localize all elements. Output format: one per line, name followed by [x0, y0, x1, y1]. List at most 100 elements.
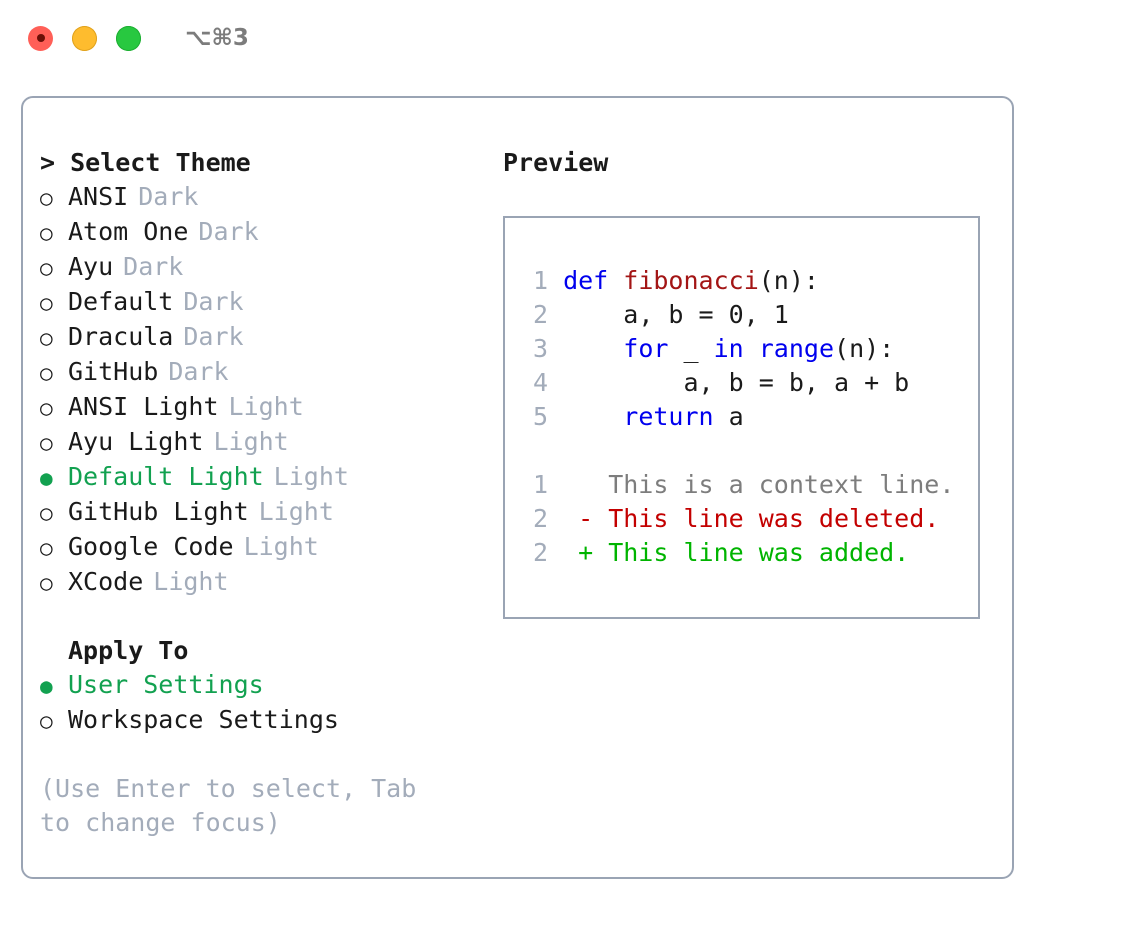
theme-option-label: ANSI: [68, 182, 129, 211]
radio-unselected-icon[interactable]: ○: [40, 571, 53, 595]
theme-option-label: ANSI Light: [68, 392, 219, 421]
diff-line-number: 1: [532, 470, 548, 499]
code-line-number: 2: [532, 300, 548, 329]
code-line: 5 return a: [523, 400, 978, 434]
radio-unselected-icon[interactable]: ○: [40, 396, 53, 420]
theme-option-label: Default: [68, 287, 174, 316]
diff-line: 1 This is a context line.: [523, 468, 978, 502]
code-line: 2 a, b = 0, 1: [523, 298, 978, 332]
theme-option-label: Dracula: [68, 322, 174, 351]
theme-option-variant: Dark: [138, 182, 199, 211]
radio-selected-icon[interactable]: ●: [40, 674, 53, 698]
theme-option-row[interactable]: ○ GitHub Dark: [40, 355, 480, 390]
traffic-light-group: [28, 25, 141, 51]
code-token-txt: a, b = b, a + b: [683, 368, 910, 397]
diff-line-text: - This line was deleted.: [548, 504, 940, 533]
apply-to-option-row[interactable]: ●User Settings: [40, 668, 480, 703]
theme-option-variant: Light: [243, 532, 319, 561]
preview-column: Preview 1 def fibonacci(n):2 a, b = 0, 1…: [503, 146, 993, 619]
theme-option-variant: Light: [258, 497, 334, 526]
code-line: 1 def fibonacci(n):: [523, 264, 978, 298]
radio-unselected-icon[interactable]: ○: [40, 501, 53, 525]
theme-option-label: Default Light: [68, 462, 264, 491]
apply-to-option-row[interactable]: ○ Workspace Settings: [40, 703, 480, 738]
keyboard-shortcut-label: ⌥⌘3: [185, 25, 249, 51]
radio-unselected-icon[interactable]: ○: [40, 221, 53, 245]
preview-heading: Preview: [503, 148, 609, 177]
theme-option-row[interactable]: ○ Ayu Light Light: [40, 425, 480, 460]
code-indent: [548, 334, 623, 363]
diff-line-number: 2: [532, 538, 548, 567]
theme-option-variant: Dark: [123, 252, 184, 281]
radio-unselected-icon[interactable]: ○: [40, 291, 53, 315]
theme-option-label: Ayu: [68, 252, 114, 281]
code-line: 4 a, b = b, a + b: [523, 366, 978, 400]
keyboard-hint-text: (Use Enter to select, Tab to change focu…: [40, 774, 432, 837]
theme-option-variant: Dark: [183, 287, 244, 316]
theme-option-variant: Dark: [168, 357, 229, 386]
section-spacer: [40, 600, 480, 634]
apply-to-option-label: Workspace Settings: [68, 705, 339, 734]
code-token-kw: return: [623, 402, 714, 431]
radio-selected-icon[interactable]: ●: [40, 466, 53, 490]
diff-line: 2 - This line was deleted.: [523, 502, 978, 536]
theme-option-label: Ayu Light: [68, 427, 204, 456]
code-line-number: 1: [532, 266, 548, 295]
theme-option-row[interactable]: ○ Google Code Light: [40, 530, 480, 565]
radio-unselected-icon[interactable]: ○: [40, 431, 53, 455]
radio-unselected-icon[interactable]: ○: [40, 256, 53, 280]
theme-option-row[interactable]: ● Default Light Light: [40, 460, 480, 495]
code-line: 3 for _ in range(n):: [523, 332, 978, 366]
radio-unselected-icon[interactable]: ○: [40, 326, 53, 350]
theme-option-row[interactable]: ○ ANSI Dark: [40, 180, 480, 215]
theme-option-variant: Light: [273, 462, 349, 491]
theme-option-label: Google Code: [68, 532, 234, 561]
code-line-number: 4: [532, 368, 548, 397]
code-token-txt: (n):: [834, 334, 895, 363]
window-titlebar: ⌥⌘3: [0, 0, 1140, 76]
maximize-button-icon[interactable]: [116, 25, 141, 51]
theme-option-variant: Light: [213, 427, 289, 456]
select-theme-heading: > Select Theme: [40, 148, 251, 177]
code-token-txt: a, b = 0, 1: [623, 300, 789, 329]
diff-line-text: + This line was added.: [548, 538, 910, 567]
diff-line: 2 + This line was added.: [523, 536, 978, 570]
theme-option-row[interactable]: ○ GitHub Light Light: [40, 495, 480, 530]
diff-sample: 1 This is a context line.2 - This line w…: [523, 468, 978, 570]
minimize-button-icon[interactable]: [72, 25, 97, 51]
code-line-number: 3: [532, 334, 548, 363]
theme-option-variant: Light: [228, 392, 304, 421]
diff-line-text: This is a context line.: [548, 470, 955, 499]
radio-unselected-icon[interactable]: ○: [40, 709, 53, 733]
theme-option-row[interactable]: ○ Atom One Dark: [40, 215, 480, 250]
close-button-icon[interactable]: [28, 25, 53, 51]
code-token-kw: def: [563, 266, 609, 295]
code-indent: [548, 300, 623, 329]
code-token-txt: [744, 334, 759, 363]
code-line-number: 5: [532, 402, 548, 431]
code-indent: [548, 266, 563, 295]
theme-option-label: GitHub: [68, 357, 159, 386]
theme-option-row[interactable]: ○ Dracula Dark: [40, 320, 480, 355]
theme-option-row[interactable]: ○ ANSI Light Light: [40, 390, 480, 425]
theme-option-variant: Dark: [183, 322, 244, 351]
theme-option-row[interactable]: ○ Ayu Dark: [40, 250, 480, 285]
diff-line-number: 2: [532, 504, 548, 533]
theme-option-label: Atom One: [68, 217, 189, 246]
theme-option-variant: Light: [153, 567, 229, 596]
theme-option-label: GitHub Light: [68, 497, 249, 526]
code-token-kw: range: [758, 334, 835, 363]
code-token-txt: [608, 266, 623, 295]
radio-unselected-icon[interactable]: ○: [40, 536, 53, 560]
code-token-kw: in: [713, 334, 744, 363]
theme-option-variant: Dark: [198, 217, 259, 246]
radio-unselected-icon[interactable]: ○: [40, 186, 53, 210]
theme-option-row[interactable]: ○ Default Dark: [40, 285, 480, 320]
radio-unselected-icon[interactable]: ○: [40, 361, 53, 385]
code-token-txt: (n):: [758, 266, 819, 295]
